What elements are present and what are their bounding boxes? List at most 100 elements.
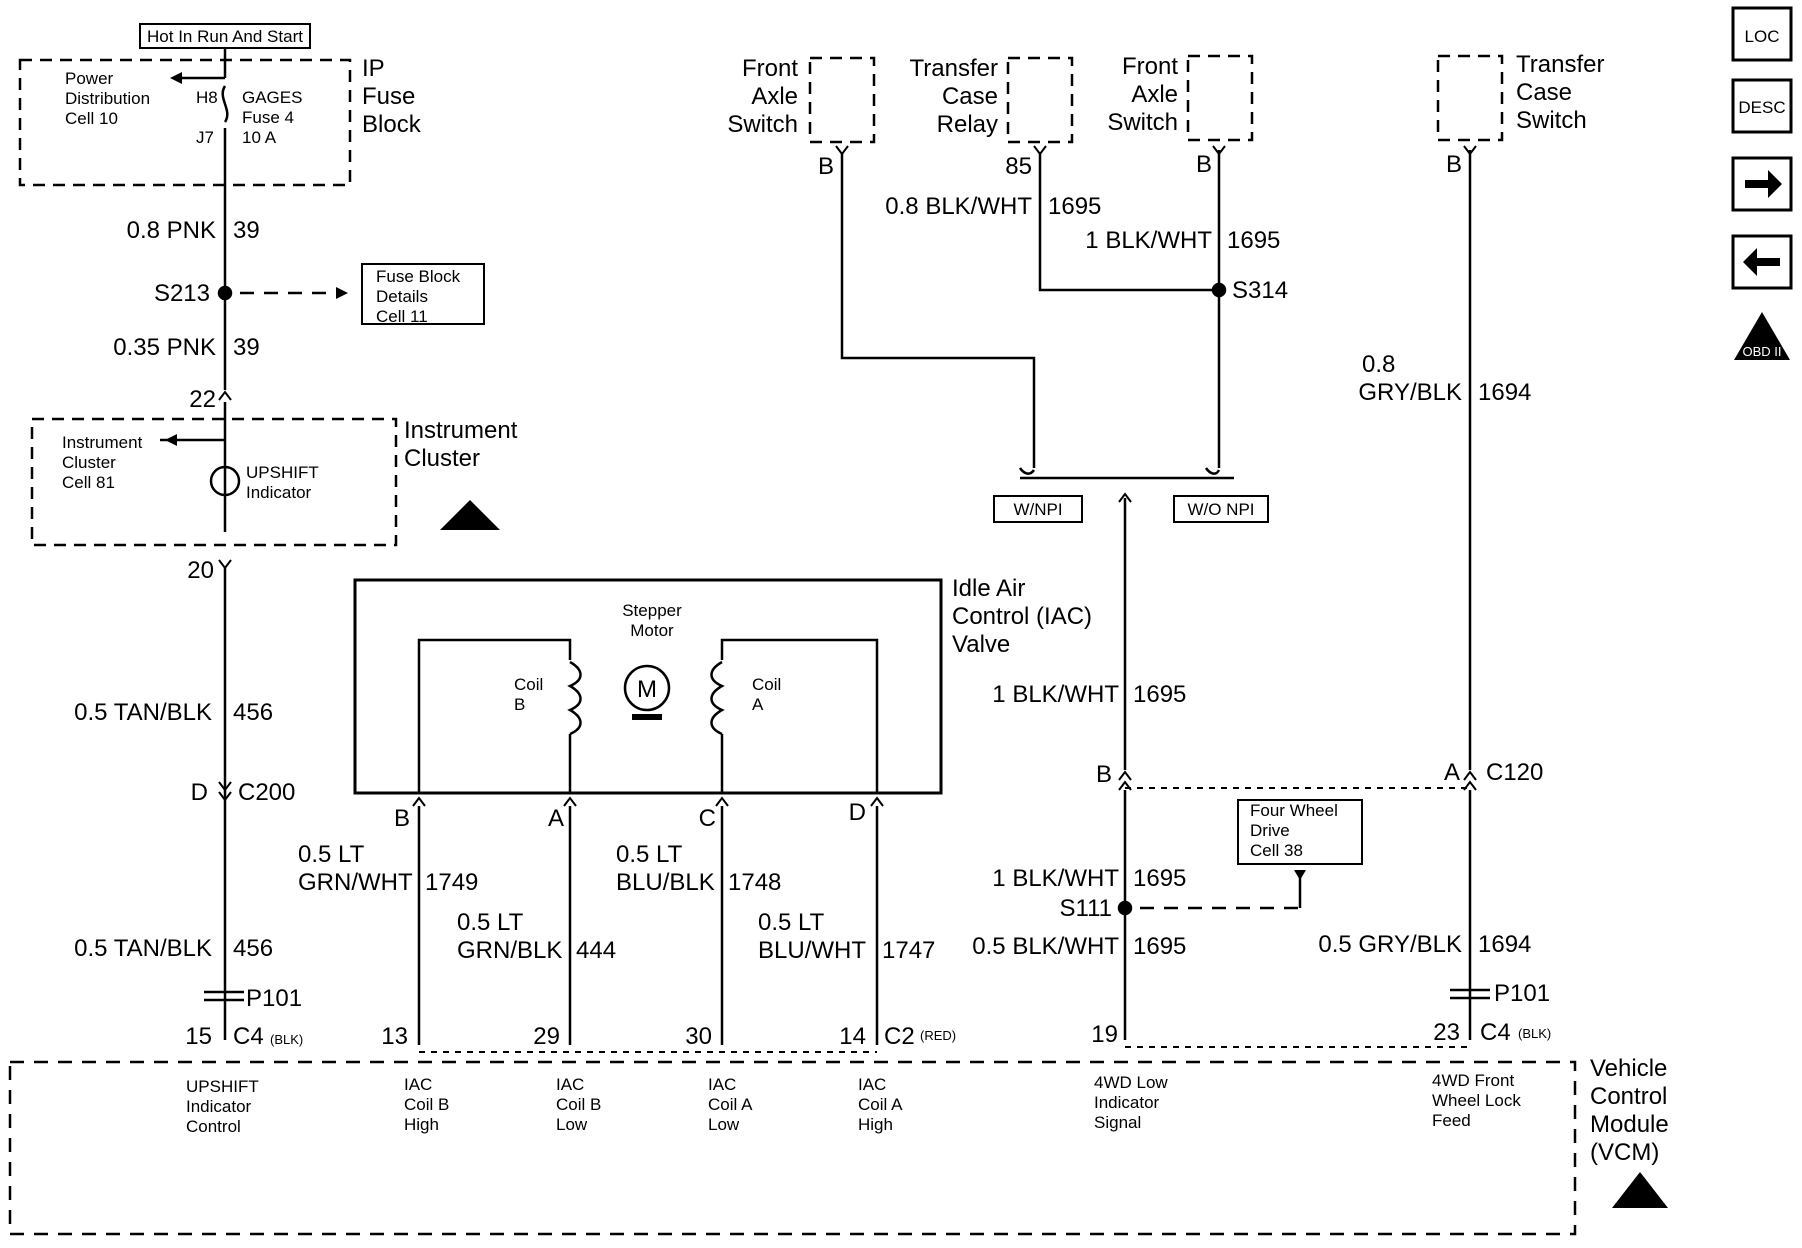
vcm-pin-19: 19 [1091, 1021, 1118, 1048]
vcm-title-3: Module [1590, 1111, 1669, 1138]
fuse-rating: 10 A [242, 128, 277, 147]
c200-label: C200 [238, 779, 295, 806]
transfer-switch-t1: Transfer [1516, 51, 1604, 78]
fwd-3: Cell 38 [1250, 841, 1303, 860]
svg-text:LOC: LOC [1745, 27, 1780, 46]
obd-ii-icon: OBD II [1734, 312, 1790, 360]
loc-icon[interactable]: LOC [1731, 6, 1793, 62]
right-wire-g2: GRY/BLK [1358, 379, 1462, 406]
stepper-1: Stepper [622, 601, 682, 620]
stepper-motor-icon [623, 664, 671, 712]
svg-text:Low: Low [708, 1115, 740, 1134]
wire2-gauge: 0.35 PNK [113, 334, 216, 361]
cluster-pin-22: 22 [189, 386, 216, 413]
iac-pin-d: D [849, 799, 866, 826]
c4-left: C4 [233, 1023, 264, 1050]
svg-text:Coil B: Coil B [404, 1095, 449, 1114]
relay-t3: Relay [937, 111, 998, 138]
c2-label: C2 [884, 1023, 915, 1050]
front-axle-switch-2-box [1186, 54, 1254, 142]
iac-w1-circuit: 1749 [425, 869, 478, 896]
w-o-npi-label: W/O NPI [1187, 500, 1254, 519]
svg-text:Indicator: Indicator [1094, 1093, 1160, 1112]
c4-right-color: (BLK) [1518, 1026, 1551, 1041]
svg-text:Feed: Feed [1432, 1111, 1471, 1130]
power-dist-1: Power [65, 69, 114, 88]
iac-title-3: Valve [952, 631, 1010, 658]
coil-a-1: Coil [752, 675, 781, 694]
cluster-ref-2: Cluster [62, 453, 116, 472]
iac-pin-c: C [699, 805, 716, 832]
svg-text:OBD II: OBD II [1742, 344, 1781, 359]
svg-text:Indicator: Indicator [186, 1097, 252, 1116]
c2-color: (RED) [920, 1028, 956, 1043]
svg-text:Coil B: Coil B [556, 1095, 601, 1114]
splice-s314 [1211, 282, 1227, 298]
axle-wire-gauge: 1 BLK/WHT [1085, 227, 1212, 254]
c120-pin-a: A [1444, 759, 1460, 786]
front-axle-1-t2: Axle [751, 83, 798, 110]
fuse-block-title-3: Block [362, 111, 422, 138]
iac-w4-gauge-2: BLU/WHT [758, 937, 866, 964]
iac-w3-gauge-2: BLU/BLK [616, 869, 715, 896]
front-axle-2-t1: Front [1122, 53, 1178, 80]
svg-text:High: High [858, 1115, 893, 1134]
iac-title-2: Control (IAC) [952, 603, 1092, 630]
fbd-1: Fuse Block [376, 267, 461, 286]
cluster-ref-1: Instrument [62, 433, 143, 452]
front-axle-2-t3: Switch [1107, 109, 1178, 136]
vcm-function-iac-coil-a-high: IAC Coil A High [858, 1075, 903, 1134]
fbd-2: Details [376, 287, 428, 306]
splice-s314-label: S314 [1232, 277, 1288, 304]
iac-w2-circuit: 444 [576, 937, 616, 964]
cluster-title-2: Cluster [404, 445, 480, 472]
iac-title-1: Idle Air [952, 575, 1025, 602]
mid-wire3-gauge: 0.5 BLK/WHT [972, 933, 1119, 960]
fuse-block-title-1: IP [362, 55, 385, 82]
power-dist-2: Distribution [65, 89, 150, 108]
svg-text:Control: Control [186, 1117, 241, 1136]
c200-pin: D [191, 779, 208, 806]
vcm-pin-15: 15 [185, 1023, 212, 1050]
wire1-circuit: 39 [233, 217, 260, 244]
prev-arrow-icon[interactable] [1731, 234, 1793, 290]
four-wheel-drive-box [1237, 799, 1363, 865]
vcm-pin-14: 14 [839, 1023, 866, 1050]
iac-w1-gauge-2: GRN/WHT [298, 869, 413, 896]
wire2-circuit: 39 [233, 334, 260, 361]
pin-b-front-axle-1: B [818, 153, 834, 180]
upshift-indicator-lamp [209, 465, 241, 497]
instrument-cluster-box [30, 417, 398, 547]
svg-text:Signal: Signal [1094, 1113, 1141, 1132]
svg-text:4WD Low: 4WD Low [1094, 1073, 1168, 1092]
vcm-title-1: Vehicle [1590, 1055, 1667, 1082]
vcm-function-iac-coil-a-low: IAC Coil A Low [708, 1075, 753, 1134]
coil-b-2: B [514, 695, 525, 714]
p101-left: P101 [246, 985, 302, 1012]
esd-sensitive-icon [440, 500, 1668, 1208]
vcm-pin-23: 23 [1433, 1019, 1460, 1046]
coil-a-2: A [752, 695, 764, 714]
mid-wire-circuit: 1695 [1133, 681, 1186, 708]
svg-text:DESC: DESC [1738, 98, 1785, 117]
upshift-indicator-1: UPSHIFT [246, 463, 319, 482]
fwd-1: Four Wheel [1250, 801, 1338, 820]
svg-text:4WD Front: 4WD Front [1432, 1071, 1514, 1090]
left-wire-b-circuit: 456 [233, 935, 273, 962]
iac-pin-b: B [394, 805, 410, 832]
vcm-function-upshift: UPSHIFT Indicator Control [186, 1077, 259, 1136]
desc-icon[interactable]: DESC [1731, 78, 1793, 134]
iac-w2-gauge-2: GRN/BLK [457, 937, 562, 964]
power-dist-3: Cell 10 [65, 109, 118, 128]
left-wire-a-gauge: 0.5 TAN/BLK [74, 699, 212, 726]
left-wire-a-circuit: 456 [233, 699, 273, 726]
next-arrow-icon[interactable] [1731, 156, 1793, 212]
iac-w3-circuit: 1748 [728, 869, 781, 896]
iac-w4-gauge-1: 0.5 LT [758, 909, 825, 936]
front-axle-switch-1-box [808, 56, 876, 144]
svg-text:IAC: IAC [858, 1075, 886, 1094]
iac-w2-gauge-1: 0.5 LT [457, 909, 524, 936]
mid-wire2-gauge: 1 BLK/WHT [992, 865, 1119, 892]
right-wire-g1: 0.8 [1362, 351, 1395, 378]
